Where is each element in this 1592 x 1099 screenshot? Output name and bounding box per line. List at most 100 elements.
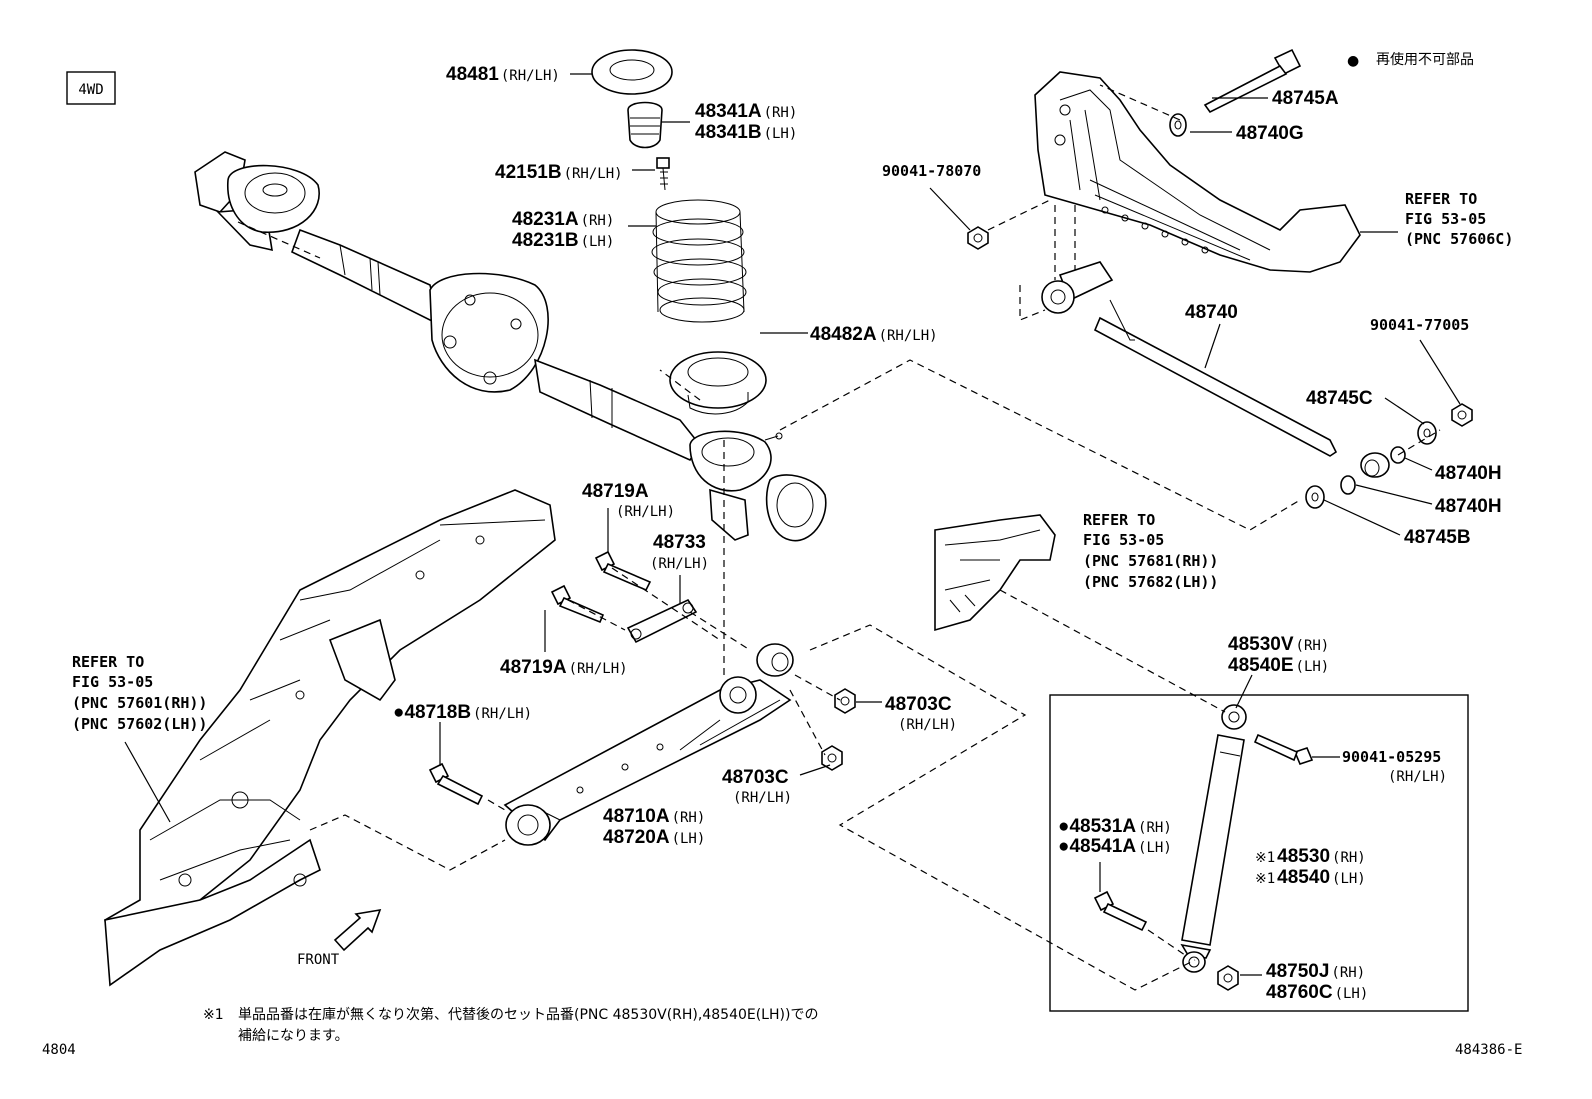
nut-48750j [1217, 965, 1239, 991]
spring-upper-insulator-48481 [591, 49, 673, 95]
svg-text:48745C: 48745C [1306, 388, 1373, 409]
label-48231b: 48231B(LH) [512, 230, 614, 251]
svg-text:48231B(LH): 48231B(LH) [512, 230, 614, 251]
svg-text:FIG 53-05: FIG 53-05 [72, 673, 153, 691]
svg-text:(PNC 57601(RH)): (PNC 57601(RH)) [72, 694, 207, 712]
label-ref-mid: REFER TO FIG 53-05 (PNC 57681(RH)) (PNC … [1083, 511, 1218, 591]
bolt-48719a-lower [550, 584, 605, 624]
label-48718b: ●48718B(RH/LH) [393, 702, 532, 723]
label-42151b: 42151B(RH/LH) [495, 162, 623, 183]
svg-text:48760C(LH): 48760C(LH) [1266, 982, 1368, 1003]
svg-text:90041-78070: 90041-78070 [882, 162, 981, 180]
svg-text:●48541A(LH): ●48541A(LH) [1058, 836, 1172, 857]
figure-code: 484386-E [1455, 1042, 1522, 1058]
lateral-control-rod-48740 [1041, 261, 1390, 478]
leader-lines [124, 73, 1461, 976]
washers-48745 [1305, 421, 1437, 509]
svg-text:4WD: 4WD [78, 82, 103, 98]
frame-bracket-mid [934, 514, 1056, 632]
label-48719a-lower: 48719A(RH/LH) [500, 657, 628, 678]
svg-text:90041-05295: 90041-05295 [1342, 748, 1441, 766]
frame-side-rail [104, 489, 556, 987]
front-arrow-icon [333, 908, 382, 952]
svg-text:48740G: 48740G [1236, 123, 1304, 144]
svg-text:(RH/LH): (RH/LH) [616, 504, 675, 520]
svg-text:48719A(RH/LH): 48719A(RH/LH) [500, 657, 628, 678]
label-ref-top: REFER TO FIG 53-05 (PNC 57606C) [1405, 190, 1513, 248]
svg-text:48341B(LH): 48341B(LH) [695, 122, 797, 143]
svg-text:補給になります。: 補給になります。 [238, 1028, 349, 1044]
svg-text:48540E(LH): 48540E(LH) [1228, 655, 1329, 676]
label-48740h-1: 48740H [1435, 463, 1502, 484]
svg-text:(PNC 57606C): (PNC 57606C) [1405, 230, 1513, 248]
svg-text:REFER TO: REFER TO [1083, 511, 1155, 529]
legend: ● 再使用不可部品 [1347, 51, 1474, 69]
svg-text:48719A: 48719A [582, 481, 649, 502]
svg-text:(PNC 57602(LH)): (PNC 57602(LH)) [72, 715, 207, 733]
label-front: FRONT [297, 952, 340, 968]
label-48733: 48733 (RH/LH) [650, 532, 709, 572]
svg-text:48231A(RH): 48231A(RH) [512, 209, 614, 230]
shock-absorber-48530 [1180, 704, 1247, 973]
svg-text:48745A: 48745A [1272, 88, 1339, 109]
label-48750j: 48750J(RH) [1266, 961, 1365, 982]
legend-text: 再使用不可部品 [1376, 51, 1474, 68]
svg-text:48530V(RH): 48530V(RH) [1228, 634, 1329, 655]
label-48540e: 48540E(LH) [1228, 655, 1329, 676]
svg-text:42151B(RH/LH): 42151B(RH/LH) [495, 162, 623, 183]
bolt-48719a-upper [594, 550, 652, 592]
svg-text:(RH/LH): (RH/LH) [898, 717, 957, 733]
svg-text:48740H: 48740H [1435, 496, 1502, 517]
svg-text:48341A(RH): 48341A(RH) [695, 101, 797, 122]
svg-text:48710A(RH): 48710A(RH) [603, 806, 705, 827]
nut-90041-78070 [967, 226, 989, 250]
bolt-90041-05295 [1253, 733, 1314, 765]
svg-text:48740H: 48740H [1435, 463, 1502, 484]
non-reusable-dot-icon: ● [1347, 53, 1359, 69]
svg-text:(RH/LH): (RH/LH) [733, 790, 792, 806]
svg-text:48703C: 48703C [722, 767, 789, 788]
label-90041-05295: 90041-05295 (RH/LH) [1342, 748, 1447, 785]
axle-housing [194, 151, 827, 542]
page-code: 4804 [42, 1042, 76, 1058]
drive-type-badge: 4WD [66, 71, 116, 105]
label-48740h-2: 48740H [1435, 496, 1502, 517]
label-90041-78070: 90041-78070 [882, 162, 981, 180]
svg-text:48481(RH/LH): 48481(RH/LH) [446, 64, 560, 85]
svg-text:REFER TO: REFER TO [1405, 190, 1477, 208]
footnote: ※1 単品品番は在庫が無くなり次第、代替後のセット品番(PNC 48530V(R… [203, 1006, 818, 1044]
spring-lower-insulator-48482a [669, 351, 767, 415]
bolt-48531a [1093, 890, 1148, 932]
svg-text:単品品番は在庫が無くなり次第、代替後のセット品番(PNC 4: 単品品番は在庫が無くなり次第、代替後のセット品番(PNC 48530V(RH),… [238, 1006, 818, 1023]
label-48745b: 48745B [1404, 527, 1471, 548]
label-48231a: 48231A(RH) [512, 209, 614, 230]
nuts-48703c [821, 688, 856, 771]
label-48703c-lower: 48703C (RH/LH) [722, 767, 792, 806]
svg-text:FRONT: FRONT [297, 952, 340, 968]
label-90041-77005: 90041-77005 [1370, 316, 1469, 334]
bolt-42151b [656, 157, 670, 191]
svg-text:●48531A(RH): ●48531A(RH) [1058, 816, 1172, 837]
crossmember-bracket [1034, 71, 1361, 273]
svg-text:REFER TO: REFER TO [72, 653, 144, 671]
label-48745a: 48745A [1272, 88, 1339, 109]
label-48481: 48481(RH/LH) [446, 64, 560, 85]
svg-text:48745B: 48745B [1404, 527, 1471, 548]
svg-text:FIG 53-05: FIG 53-05 [1083, 531, 1164, 549]
washer-48740g [1169, 113, 1187, 137]
label-48341b: 48341B(LH) [695, 122, 797, 143]
svg-text:48733: 48733 [653, 532, 706, 553]
svg-text:FIG 53-05: FIG 53-05 [1405, 210, 1486, 228]
svg-text:48740: 48740 [1185, 302, 1238, 323]
label-48719a-upper: 48719A (RH/LH) [582, 481, 675, 520]
upper-link-48733 [626, 598, 698, 644]
shock-absorber-group-box [1049, 694, 1469, 1012]
label-48720a: 48720A(LH) [603, 827, 705, 848]
svg-text:(RH/LH): (RH/LH) [1388, 769, 1447, 785]
bump-stopper-48341 [627, 101, 663, 149]
svg-text:48720A(LH): 48720A(LH) [603, 827, 705, 848]
